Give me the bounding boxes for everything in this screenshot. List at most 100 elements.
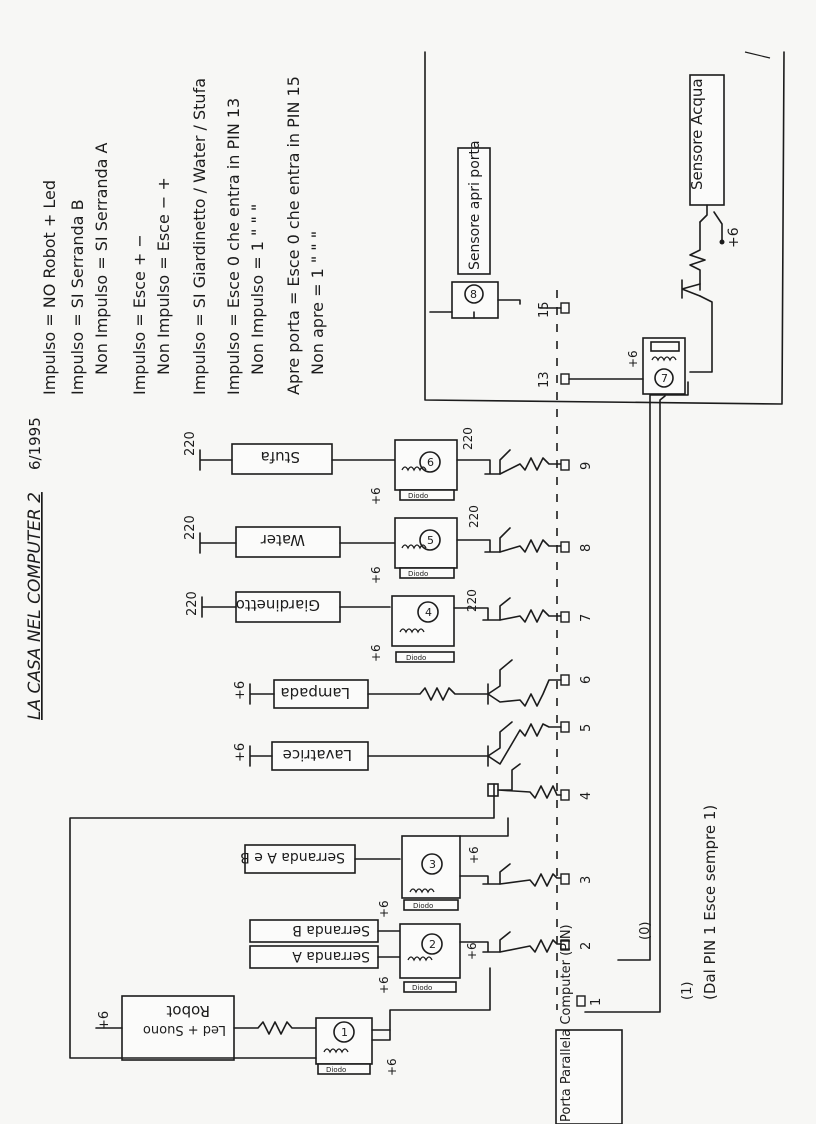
svg-text:+6: +6 xyxy=(233,743,248,762)
legend-line-7: Impulso = Esce 0 che entra in PIN 13 xyxy=(224,98,243,395)
load-lampada: Lampada +6 xyxy=(233,679,489,709)
svg-text:Porta Parallela Computer (PIN): Porta Parallela Computer (PIN) xyxy=(559,924,574,1122)
load-serranda-ab: Serranda A e B xyxy=(240,844,401,874)
svg-text:1: 1 xyxy=(341,1026,348,1039)
svg-text:Lavatrice: Lavatrice xyxy=(283,746,352,764)
svg-text:220: 220 xyxy=(465,589,479,612)
svg-text:8: 8 xyxy=(579,544,594,552)
svg-text:220: 220 xyxy=(461,427,475,450)
svg-text:Lampada: Lampada xyxy=(280,684,350,702)
title-block: LA CASA NEL COMPUTER 2 6/1995 xyxy=(25,417,45,720)
svg-text:+6: +6 xyxy=(369,644,383,662)
svg-text:Diodo: Diodo xyxy=(408,492,428,500)
driver-lampada xyxy=(487,659,562,707)
sensor-supply-label: +6 xyxy=(726,227,742,248)
load-serranda-a: Serranda A xyxy=(249,945,401,969)
load-stufa: Stufa 220 xyxy=(183,431,396,475)
svg-text:Diodo: Diodo xyxy=(412,984,432,992)
svg-text:+6: +6 xyxy=(385,1058,399,1076)
door-sensor: Sensore apri porta 8 xyxy=(429,140,521,319)
svg-text:9: 9 xyxy=(579,462,594,470)
svg-text:+6: +6 xyxy=(465,942,479,960)
pin-15: 15 xyxy=(537,301,570,318)
load-lavatrice: Lavatrice +6 xyxy=(233,741,489,771)
legend: Impulso = NO Robot + Led Impulso = SI Se… xyxy=(40,76,327,395)
relay-7-supply: +6 xyxy=(626,350,640,368)
driver-pin4 xyxy=(69,763,562,1059)
legend-line-2: Impulso = SI Serranda B xyxy=(68,199,87,395)
svg-text:+6: +6 xyxy=(369,487,383,505)
svg-text:13: 13 xyxy=(537,371,552,388)
pin1-note: (Dal PIN 1 Esce sempre 1) xyxy=(701,805,719,1000)
legend-line-5: Non Impulso = Esce − + xyxy=(154,177,173,375)
svg-text:220: 220 xyxy=(467,505,481,528)
feed-lines: (0) (1) (Dal PIN 1 Esce sempre 1) xyxy=(584,381,719,1013)
svg-text:Led + Suono: Led + Suono xyxy=(143,1022,226,1037)
load-water: Water 220 xyxy=(183,515,396,558)
parallel-port-block: Porta Parallela Computer (PIN) xyxy=(555,924,623,1124)
svg-text:5: 5 xyxy=(579,724,594,732)
svg-text:3: 3 xyxy=(429,858,436,871)
svg-text:220: 220 xyxy=(183,515,198,540)
pin-13: 13 xyxy=(537,371,644,388)
legend-line-8: Non Impulso = 1 " " " xyxy=(248,204,267,375)
legend-line-6: Impulso = SI Giardinetto / Water / Stufa xyxy=(190,78,209,395)
svg-text:Robot: Robot xyxy=(166,1002,210,1020)
svg-text:(1): (1) xyxy=(680,982,695,1000)
legend-line-10: Non apre = 1 " " " xyxy=(308,231,327,375)
relay-5: 5 Diodo +6 220 xyxy=(369,505,562,584)
svg-text:Giardinetto: Giardinetto xyxy=(236,596,320,614)
svg-text:Diodo: Diodo xyxy=(408,570,428,578)
svg-text:+6: +6 xyxy=(369,566,383,584)
legend-line-3: Non Impulso = SI Serranda A xyxy=(92,142,111,375)
svg-text:4: 4 xyxy=(579,792,594,800)
svg-text:6: 6 xyxy=(579,676,594,684)
svg-text:220: 220 xyxy=(183,431,198,456)
relay-8-number: 8 xyxy=(470,288,477,301)
load-giardinetto: Giardinetto 220 xyxy=(185,591,391,623)
legend-line-4: Impulso = Esce + − xyxy=(130,234,149,395)
water-sensor-label: Sensore Acqua xyxy=(688,78,706,190)
svg-text:6: 6 xyxy=(427,456,434,469)
svg-text:Diodo: Diodo xyxy=(406,654,426,662)
svg-text:(0): (0) xyxy=(638,922,653,940)
page-date: 6/1995 xyxy=(26,417,44,470)
svg-text:1: 1 xyxy=(589,998,604,1006)
svg-text:Serranda A: Serranda A xyxy=(292,948,370,964)
svg-text:3: 3 xyxy=(579,876,594,884)
relay-6: 6 Diodo +6 220 xyxy=(369,427,562,505)
relay-7: 7 +6 xyxy=(626,337,686,395)
load-serranda-b: Serranda B xyxy=(249,919,401,943)
svg-text:+6: +6 xyxy=(467,846,481,864)
svg-text:+6: +6 xyxy=(377,976,391,994)
svg-text:2: 2 xyxy=(429,938,436,951)
svg-text:+6: +6 xyxy=(97,1011,112,1030)
output-pins: 9 8 7 6 5 4 3 2 1 xyxy=(560,459,604,1007)
svg-text:+6: +6 xyxy=(233,681,248,700)
svg-text:Diodo: Diodo xyxy=(413,902,433,910)
svg-text:7: 7 xyxy=(579,614,594,622)
driver-lavatrice xyxy=(487,721,562,767)
legend-line-9: Apre porta = Esce 0 che entra in PIN 15 xyxy=(284,76,303,395)
svg-text:Diodo: Diodo xyxy=(326,1066,346,1074)
svg-text:Water: Water xyxy=(260,531,305,549)
relay-4: 4 Diodo +6 220 xyxy=(369,589,562,663)
svg-text:Stufa: Stufa xyxy=(261,448,300,466)
svg-text:15: 15 xyxy=(537,301,552,318)
svg-text:4: 4 xyxy=(425,606,432,619)
svg-text:+6: +6 xyxy=(377,900,391,918)
water-sensor: Sensore Acqua +6 xyxy=(681,74,742,373)
sensor-enclosure xyxy=(424,51,785,405)
relay-7-number: 7 xyxy=(661,372,668,385)
door-sensor-label: Sensore apri porta xyxy=(467,140,483,270)
relay-2: 2 Diodo +6 +6 xyxy=(377,923,562,994)
svg-text:Serranda B: Serranda B xyxy=(292,922,370,938)
relay-1: 1 Diodo +6 xyxy=(315,967,491,1076)
legend-line-1: Impulso = NO Robot + Led xyxy=(40,180,59,395)
svg-text:Serranda A e B: Serranda A e B xyxy=(240,849,345,865)
load-robot: Robot Led + Suono +6 xyxy=(95,995,317,1061)
page-title: LA CASA NEL COMPUTER 2 xyxy=(25,492,45,720)
relay-3: 3 Diodo +6 +6 xyxy=(377,835,562,918)
svg-text:220: 220 xyxy=(185,591,200,616)
